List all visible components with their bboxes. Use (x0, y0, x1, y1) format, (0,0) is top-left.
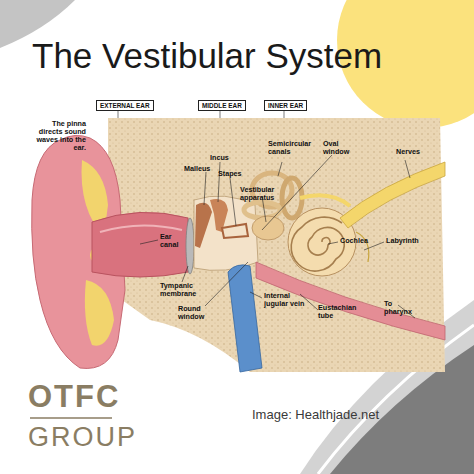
part-label: Tympanic membrane (160, 282, 202, 298)
part-label: Oval window (323, 140, 363, 156)
logo-rule (30, 417, 112, 419)
part-label: Internal jugular vein (264, 292, 306, 308)
part-label: Round window (178, 305, 214, 321)
part-label: Incus (210, 154, 240, 162)
semicircular-canal (244, 202, 280, 218)
nerve (300, 195, 350, 206)
part-label: Vestibular apparatus (240, 186, 286, 202)
logo-text: GROUP (28, 424, 138, 451)
fat-tissue (85, 280, 114, 346)
part-label: Cochlea (340, 237, 374, 245)
part-label: The pinna directs sound waves into the e… (36, 120, 86, 152)
ear-canal-wall (100, 225, 182, 232)
region-label: MIDDLE EAR (202, 102, 242, 109)
logo-text: OTFC (28, 381, 138, 412)
part-label: Eustachian tube (318, 304, 358, 320)
jugular-vein (228, 265, 262, 372)
part-label: Malleus (184, 165, 216, 173)
part-label: Nerves (396, 148, 428, 156)
part-label: Labyrinth (386, 237, 426, 245)
nerve (340, 162, 445, 228)
cochlea-spiral (291, 217, 344, 271)
part-label: Stapes (218, 170, 248, 178)
malleus (195, 203, 212, 248)
part-label: Semicircular canals (268, 140, 314, 156)
part-label: Ear canal (160, 233, 190, 249)
region-label: EXTERNAL EAR (100, 102, 150, 109)
stapes (222, 224, 248, 238)
part-label: To pharynx (384, 300, 414, 316)
region-label: INNER EAR (268, 102, 303, 109)
vestibule (252, 216, 284, 240)
region-box: INNER EAR (264, 100, 307, 111)
leader-lines (118, 110, 415, 318)
eustachian-tube (256, 262, 445, 340)
tympanic-membrane (186, 218, 194, 274)
region-box: MIDDLE EAR (198, 100, 246, 111)
diagram-title: The Vestibular System (32, 36, 382, 76)
region-box: EXTERNAL EAR (96, 100, 154, 111)
image-credit: Image: Healthjade.net (252, 408, 432, 422)
